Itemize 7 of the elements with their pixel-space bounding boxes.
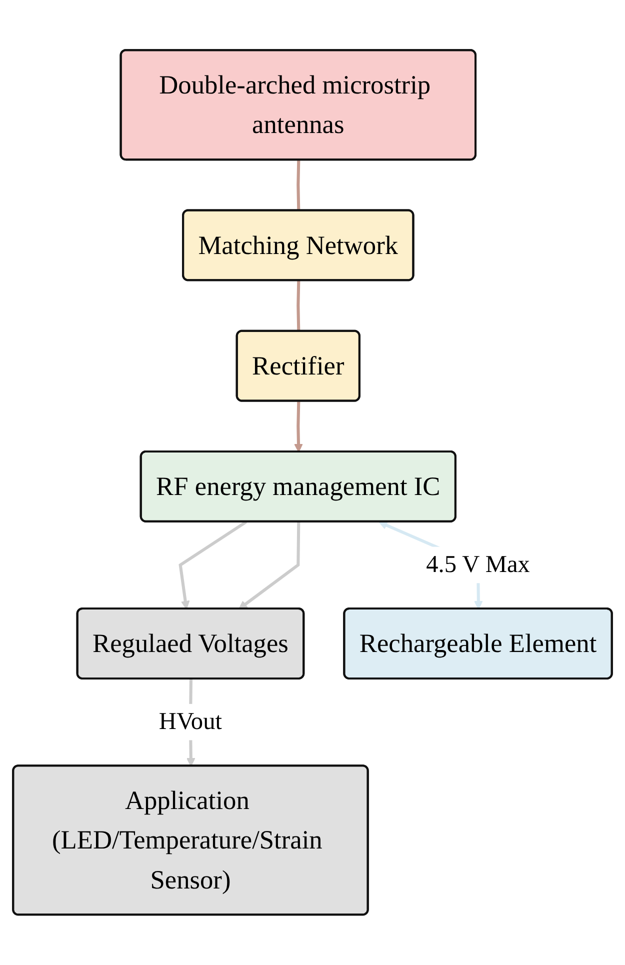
edge-label: 4.5 V Max: [426, 552, 530, 578]
connector: [296, 280, 300, 332]
edge-label: HVout: [158, 709, 222, 736]
connector: [296, 160, 300, 211]
arrow: [294, 401, 303, 452]
arrow: [238, 522, 300, 610]
arrow: [178, 520, 248, 610]
